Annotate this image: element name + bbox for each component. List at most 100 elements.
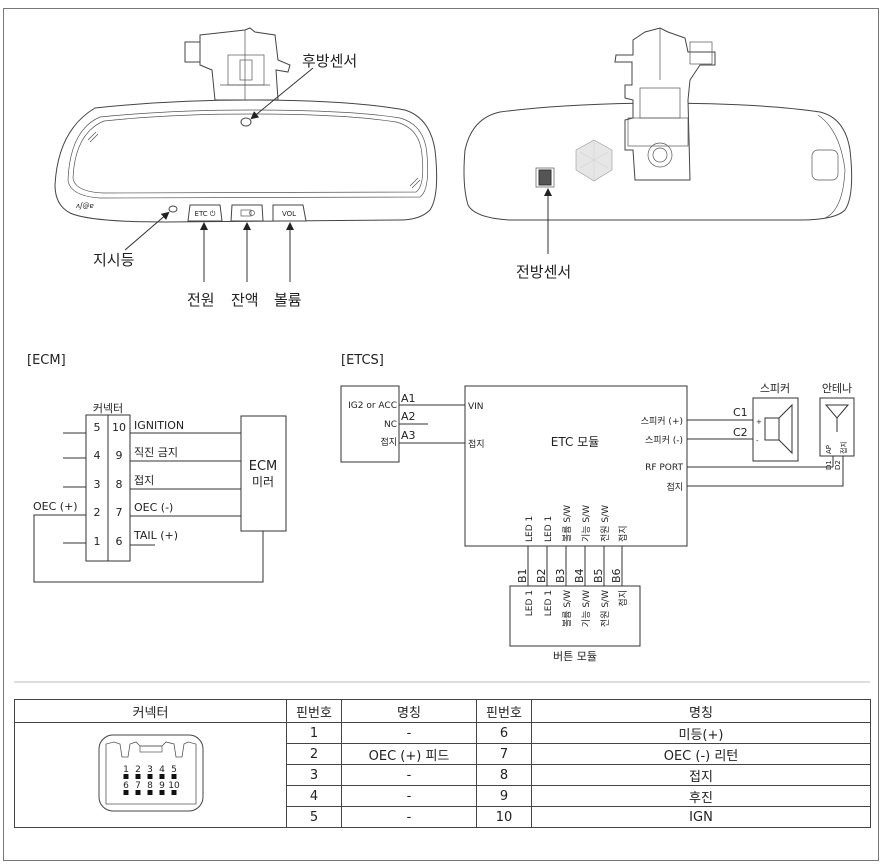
ecm-connector-right bbox=[107, 414, 131, 562]
button-module-pin: B3 bbox=[554, 568, 567, 583]
etc-module-name: ETC 모듈 bbox=[551, 435, 599, 449]
volume-button[interactable]: VOL bbox=[272, 204, 307, 222]
ecm-signal-tail: TAIL (+) bbox=[133, 529, 178, 542]
rear-sensor-label: 후방센서 bbox=[302, 52, 357, 70]
button-module-label: 접지 bbox=[617, 590, 629, 607]
etcs-schematic: [ETCS] IG2 or ACC NC 접지 A1 A2 A3 VIN 접지 … bbox=[340, 353, 855, 663]
name-b-cell: OEC (-) 리턴 bbox=[531, 743, 871, 765]
ecm-signal-ground: 접지 bbox=[134, 474, 154, 487]
pin-b-cell: 10 bbox=[476, 806, 532, 828]
etc-button-label: ETC ⏻ bbox=[195, 210, 216, 218]
speaker-box bbox=[752, 397, 799, 462]
connector-pin bbox=[171, 790, 176, 795]
name-a-cell: - bbox=[341, 806, 477, 828]
etc-module-pin-label: LED 1 bbox=[525, 516, 535, 542]
button-module-pin: B2 bbox=[535, 568, 548, 583]
antenna-title: 안테나 bbox=[822, 382, 852, 395]
pin-c1: C1 bbox=[733, 406, 748, 419]
ecm-pin-left-4: 2 bbox=[94, 506, 101, 519]
connector-pin-number: 9 bbox=[159, 781, 165, 791]
pin-b-cell: 6 bbox=[476, 722, 532, 744]
connector-pin-number: 2 bbox=[135, 765, 141, 775]
mirror-front-body bbox=[54, 99, 438, 223]
button-module-name: 버튼 모듈 bbox=[553, 650, 597, 663]
button-module-label: 기능 S/W bbox=[581, 590, 592, 627]
etcs-title: [ETCS] bbox=[341, 353, 384, 368]
mirror-back-illustration: 전방센서 bbox=[463, 27, 853, 281]
connector-pin-number: 7 bbox=[135, 781, 141, 791]
connector-pin bbox=[123, 790, 128, 795]
etc-input-ground: 접지 bbox=[468, 438, 485, 450]
connector-pin-number: 4 bbox=[159, 765, 165, 775]
power-source-box bbox=[340, 385, 400, 463]
mirror-mount-front bbox=[184, 27, 291, 101]
name-a-cell: - bbox=[341, 722, 477, 744]
speaker-grille bbox=[575, 139, 613, 182]
table-row: 5 - 10 IGN bbox=[15, 806, 871, 828]
etc-module-pin-label: 접지 bbox=[617, 525, 629, 542]
indicator-label: 지시등 bbox=[93, 251, 135, 269]
header-name-b: 명칭 bbox=[531, 699, 871, 723]
pin-a3: A3 bbox=[401, 429, 416, 442]
pin-a-cell: 1 bbox=[286, 722, 342, 744]
ecm-pin-right-5: 6 bbox=[116, 535, 123, 548]
button-module-label: 전원 S/W bbox=[600, 590, 611, 627]
name-b-cell: 접지 bbox=[531, 764, 871, 786]
speaker-polarity-plus: + bbox=[756, 418, 762, 426]
ecm-pin-left-5: 1 bbox=[94, 535, 101, 548]
ecm-pin-right-3: 8 bbox=[116, 478, 123, 491]
front-sensor bbox=[538, 169, 552, 186]
mirror-mount-back bbox=[614, 27, 716, 181]
power-label: 전원 bbox=[187, 291, 215, 309]
name-b-cell: 미등(+) bbox=[531, 722, 871, 744]
ecm-pin-right-1: 10 bbox=[112, 421, 126, 434]
etc-module-pin-label: LED 1 bbox=[544, 516, 554, 542]
mirror-front-illustration: ʌʃ@ɐ ETC ⏻ VOL 후방센서 지시등 전원 잔액 볼륨 bbox=[54, 27, 438, 309]
power-label-ground: 접지 bbox=[380, 436, 397, 448]
etc-input-vin: VIN bbox=[468, 402, 484, 412]
card-icon bbox=[240, 209, 252, 217]
antenna-label-ap: AP bbox=[825, 445, 833, 454]
button-module-pin: B4 bbox=[573, 568, 586, 583]
pin-b-cell: 9 bbox=[476, 785, 532, 807]
pin-a-cell: 2 bbox=[286, 743, 342, 765]
ecm-signal-no-straight: 직진 금지 bbox=[134, 446, 178, 459]
diagram-frame bbox=[3, 8, 879, 861]
connector-pin-number: 6 bbox=[123, 781, 129, 791]
pin-b-cell: 8 bbox=[476, 764, 532, 786]
ecm-schematic: [ECM] 커넥터 ECM 미러 5 4 3 2 1 10 9 8 7 6 OE… bbox=[27, 353, 287, 583]
connector-pin bbox=[159, 774, 164, 779]
balance-button[interactable] bbox=[230, 204, 264, 222]
ecm-pin-left-3: 3 bbox=[94, 478, 101, 491]
etc-module-pin-label: 기능 S/W bbox=[581, 505, 592, 542]
button-module-label: 볼륨 S/W bbox=[562, 590, 573, 627]
connector-pin bbox=[159, 790, 164, 795]
table-header-row: 커넥터 핀번호 명칭 핀번호 명칭 bbox=[14, 699, 871, 723]
header-pin-b: 핀번호 bbox=[476, 699, 532, 723]
vol-button-label: VOL bbox=[282, 210, 296, 218]
name-b-cell: IGN bbox=[531, 806, 871, 828]
ecm-pin-right-4: 7 bbox=[116, 506, 123, 519]
connector-pin bbox=[147, 774, 152, 779]
header-connector: 커넥터 bbox=[14, 699, 287, 723]
connector-pin bbox=[147, 790, 152, 795]
button-module bbox=[509, 585, 641, 647]
pin-c2: C2 bbox=[733, 426, 748, 439]
connector-pin-number: 8 bbox=[147, 781, 153, 791]
antenna-icon bbox=[824, 404, 850, 432]
name-b-cell: 후진 bbox=[531, 785, 871, 807]
etc-power-button[interactable]: ETC ⏻ bbox=[187, 204, 223, 222]
header-pin-a: 핀번호 bbox=[286, 699, 342, 723]
connector-pin-number: 5 bbox=[171, 765, 177, 775]
button-module-label: LED 1 bbox=[544, 590, 554, 616]
pin-a-cell: 5 bbox=[286, 806, 342, 828]
header-name-a: 명칭 bbox=[341, 699, 477, 723]
ecm-module-line2: 미러 bbox=[252, 475, 274, 489]
connector-pin-number: 3 bbox=[147, 765, 153, 775]
button-module-pin: B6 bbox=[610, 568, 623, 583]
etc-module-pin-label: 전원 S/W bbox=[600, 505, 611, 542]
etc-output-ground: 접지 bbox=[666, 481, 683, 493]
